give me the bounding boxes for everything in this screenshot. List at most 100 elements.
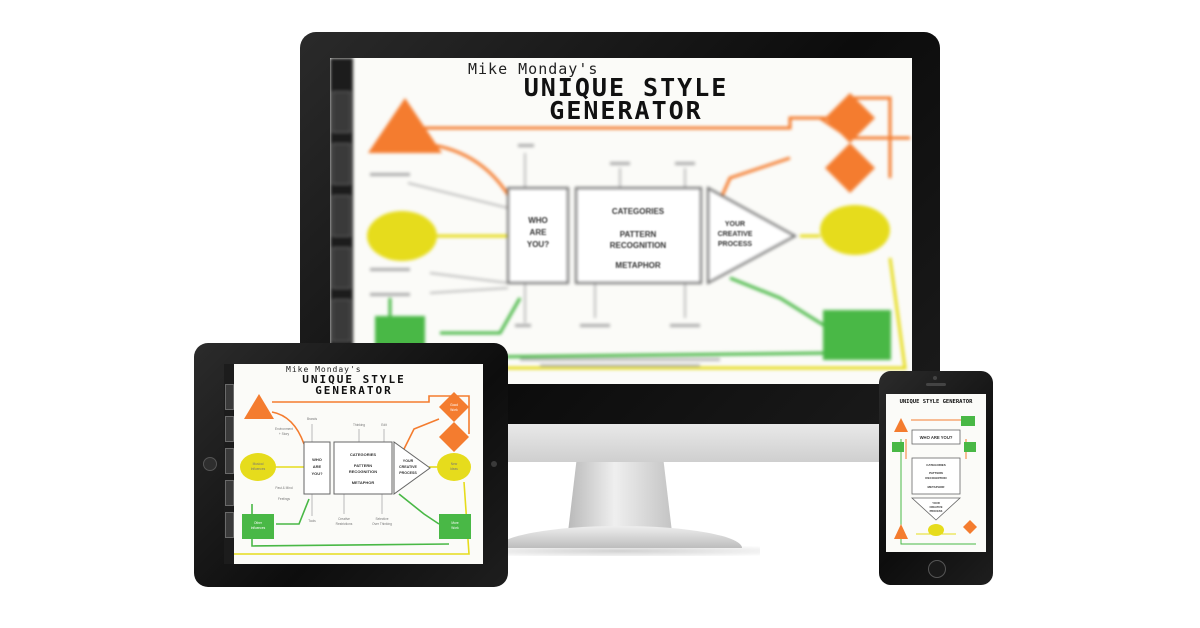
who-box [303,441,331,495]
tablet-title-line-2: GENERATOR [315,384,393,397]
phone-flow-diagram: WHO ARE YOU? CATEGORIES PATTERN RECOGNIT… [892,416,977,545]
yellow-ellipse-right [820,205,890,255]
who-label-2: ARE [313,464,322,469]
phone-home-button [928,560,946,578]
creative-label-1: YOUR [725,221,745,228]
sidebar-tab [331,194,352,238]
process-label-1: CATEGORIES [350,452,376,457]
who-box [507,187,569,284]
who-label-3: YOU? [311,471,323,476]
orange-diamond [825,93,875,143]
phone-process-4: METAPHOR [928,485,946,489]
who-label-2: ARE [530,228,548,237]
orange-diamond [439,392,469,422]
label-brands: Brands [307,417,318,421]
monitor-shadow [480,546,760,556]
sidebar-tab [331,90,352,133]
orange-diamond [963,520,977,534]
process-box [333,441,393,495]
label-thinking: Thinking [353,423,365,427]
phone-camera [933,376,937,380]
label-env-2: + Story [279,432,290,436]
creative-triangle [707,186,798,285]
phone-process-2: PATTERN [929,471,943,475]
label-musical-1: Musical [253,462,264,466]
process-box [911,457,961,495]
label-good-2: Work [450,408,458,412]
sidebar-tab [331,247,352,290]
sidebar-tab [224,480,234,506]
label-new-ideas-1: New [451,462,458,466]
sidebar-tab [331,142,352,186]
green-box-right [823,310,891,360]
creative-label-1: YOUR [403,459,414,463]
label-good-1: Good [450,403,458,407]
creative-label-2: CREATIVE [718,231,753,238]
phone-speaker [926,383,946,386]
phone-who-label: WHO ARE YOU? [920,435,953,440]
label-other-1: Other [254,521,263,525]
tablet-sidebar [224,364,235,564]
title-line-1: UNIQUE STYLE [523,73,729,102]
phone-process-3: RECOGNITION [925,476,946,480]
monitor-stand-neck [568,462,672,532]
monitor-stand-base [498,526,742,548]
label-tools: Tools [308,519,316,523]
sidebar-tab [224,416,234,442]
title-line-2: GENERATOR [549,96,703,125]
orange-triangle [894,418,908,432]
label-selective-1: Selective [376,517,389,521]
orange-triangle [368,98,442,153]
label-more-work-2: Work [451,526,459,530]
orange-triangle [894,524,908,539]
orange-diamond [439,422,469,452]
yellow-ellipse [928,524,944,536]
who-label-1: WHO [312,457,322,462]
process-label-4: METAPHOR [352,480,375,485]
label-selective-2: Over Thinking [372,522,392,526]
title-small: Mike Monday's [468,60,599,78]
label-other-2: Influences [251,526,266,530]
who-label-3: YOU? [527,240,549,249]
tablet-camera [491,461,497,467]
sidebar-tab [331,299,352,342]
tablet-title-line-1: UNIQUE STYLE [302,373,406,386]
green-box [892,442,904,452]
process-label-3: RECOGNITION [610,241,667,250]
green-box-left [242,514,274,539]
process-label-2: PATTERN [354,463,372,468]
creative-label-3: PROCESS [718,241,753,248]
phone-process-1: CATEGORIES [926,463,946,467]
label-edit: Edit [381,423,387,427]
label-past-mind: Past & Mind [275,486,292,490]
process-label-3: RECOGNITION [349,469,377,474]
phone-creative-2: CREATIVE [930,505,943,509]
process-label-2: PATTERN [620,230,657,239]
green-box-right [439,514,471,539]
label-feelings: Feelings [278,497,290,501]
label-musical-2: Influences [251,467,266,471]
yellow-ellipse-left [240,453,276,481]
label-creative-restr-1: Creative [338,517,350,521]
phone-creative-3: PROCESS [930,509,943,513]
phone-creative-1: YOUR [932,501,940,505]
process-label-1: CATEGORIES [612,207,665,216]
orange-triangle [244,394,274,419]
green-box [964,442,976,452]
who-label-1: WHO [528,216,548,225]
tablet-flow-diagram: WHO ARE YOU? CATEGORIES PATTERN RECOGNIT… [234,392,471,555]
tablet-screen: Mike Monday's UNIQUE STYLE GENERATOR [224,364,483,564]
sidebar-tab [224,512,234,538]
monitor-sidebar [330,58,354,384]
process-label-4: METAPHOR [615,261,660,270]
sidebar-tab [224,448,234,474]
tablet-title-small: Mike Monday's [286,365,362,374]
creative-label-3: PROCESS [399,471,417,475]
yellow-ellipse-left [367,211,437,261]
sidebar-tab [224,384,234,410]
yellow-ellipse-right [437,453,471,481]
phone-title: UNIQUE STYLE GENERATOR [899,399,973,405]
who-box [911,429,961,445]
label-env-1: Environment [275,427,293,431]
phone-screen: UNIQUE STYLE GENERATOR WHO ARE YOU? CATE… [886,394,986,552]
